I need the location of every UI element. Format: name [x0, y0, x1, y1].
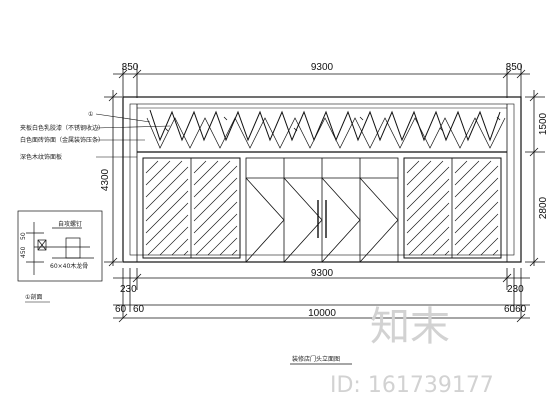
- hatch-line: [145, 202, 189, 246]
- callout-note-2: 白色面砖饰面（金属装饰压条）: [20, 136, 104, 144]
- hatch-line: [193, 160, 219, 186]
- dim-right-top: 1500: [538, 112, 549, 135]
- watermark-id: ID: 161739177: [330, 373, 494, 398]
- fixing-marks: [164, 116, 501, 132]
- hatch-line: [145, 178, 189, 222]
- bottom-dimension-lines: [113, 268, 530, 323]
- detail-label-1: 自攻螺钉: [58, 220, 82, 228]
- right-panel-hatching: [406, 160, 499, 256]
- facade: [122, 96, 522, 263]
- hatch-line: [231, 249, 238, 256]
- hatch-line: [147, 214, 189, 256]
- hatch-line: [193, 201, 238, 246]
- hatch-line: [193, 160, 231, 198]
- hatch-line: [406, 160, 444, 198]
- hatch-line: [454, 177, 499, 222]
- hatch-line: [454, 165, 499, 210]
- dim-bottom-middle: 9300: [311, 268, 334, 279]
- hatch-line: [492, 249, 499, 256]
- callout-marker: ①: [88, 111, 93, 118]
- hatch-line: [145, 166, 189, 210]
- hatch-line: [480, 237, 499, 256]
- hatch-line: [145, 160, 171, 186]
- hatch-line: [193, 189, 238, 234]
- hatch-line: [193, 160, 207, 174]
- detail-label-2: 60×40木龙骨: [50, 262, 88, 270]
- right-glass-panel: [403, 157, 502, 259]
- left-glass-panel: [142, 157, 241, 259]
- detail-label-3: 450: [20, 246, 27, 258]
- hatch-line: [406, 202, 450, 246]
- dim-right-bottom: 2800: [538, 196, 549, 219]
- drawing-title: 装修店门头立面图: [292, 355, 340, 363]
- left-dimension-line: [104, 90, 122, 267]
- central-doors: [245, 157, 399, 263]
- hatch-line: [145, 160, 183, 198]
- hatch-line: [454, 160, 480, 186]
- zigzag-lower: [146, 117, 506, 149]
- hatch-line: [145, 160, 159, 174]
- top-dimension-line: [113, 64, 530, 98]
- dim-bottom-right-6060: 6060: [504, 304, 527, 315]
- hatch-line: [193, 165, 238, 210]
- detail-label-4: 50: [20, 232, 27, 240]
- zigzag-upper: [149, 109, 501, 142]
- hatch-line: [456, 213, 499, 256]
- hatch-line: [454, 201, 499, 246]
- left-panel-hatching: [145, 160, 238, 256]
- hatch-line: [408, 214, 450, 256]
- watermark-brand: 知末: [370, 304, 450, 350]
- right-dimension-line: [525, 90, 545, 267]
- hatch-line: [406, 160, 432, 186]
- hatch-line: [159, 226, 189, 256]
- dim-bottom-right-230: 230: [507, 284, 524, 295]
- hatch-line: [171, 238, 189, 256]
- hatch-line: [207, 225, 238, 256]
- callout-leaders: [95, 113, 171, 158]
- dim-top-right: 350: [506, 62, 523, 73]
- hatch-line: [432, 238, 450, 256]
- hatch-line: [195, 213, 238, 256]
- hatch-line: [444, 250, 450, 256]
- hatch-line: [406, 166, 450, 210]
- hatch-line: [468, 225, 499, 256]
- hatch-line: [145, 190, 189, 234]
- hatch-line: [454, 160, 468, 174]
- dim-top-left: 350: [122, 62, 139, 73]
- section-detail: [17, 210, 103, 282]
- hatch-line: [454, 160, 492, 198]
- hatch-line: [183, 250, 189, 256]
- hatch-line: [193, 177, 238, 222]
- dim-top-middle: 9300: [311, 62, 334, 73]
- hatch-line: [406, 160, 420, 174]
- dim-bottom-left-60a: 60: [115, 304, 127, 315]
- hatch-line: [219, 237, 238, 256]
- callout-note-3: 深色木纹饰面板: [20, 153, 62, 161]
- dim-bottom-overall: 10000: [308, 308, 336, 319]
- hatch-line: [420, 226, 450, 256]
- dim-bottom-left-230: 230: [120, 284, 137, 295]
- dim-bottom-left-60b: 60: [133, 304, 145, 315]
- hatch-line: [406, 190, 450, 234]
- dim-left-height: 4300: [100, 168, 111, 191]
- callout-note-1: 夹板白色乳胶漆（不锈钢收边）: [20, 124, 104, 132]
- detail-title: ①剖面: [25, 293, 42, 301]
- hatch-line: [454, 189, 499, 234]
- hatch-line: [406, 178, 450, 222]
